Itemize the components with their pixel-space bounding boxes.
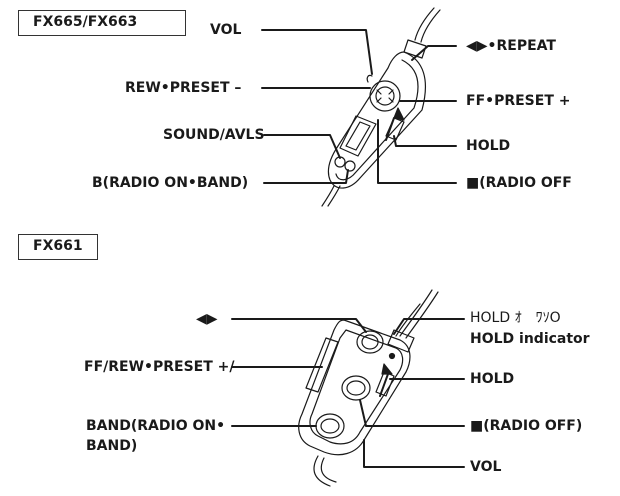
model-box-fx665: FX665/FX663 [18, 10, 186, 36]
keypad-circle [369, 80, 401, 112]
leader-lines-fx665 [261, 29, 457, 184]
label-play-repeat: ◀▶•REPEAT [466, 38, 556, 54]
label-stop-radio-off-top: ■(RADIO OFF [466, 175, 572, 191]
label-hold-indicator: HOLD indicator [470, 331, 590, 347]
label-ff-preset: FF•PRESET + [466, 93, 571, 109]
label-rew-preset: REW•PRESET – [125, 80, 242, 96]
label-hold-bottom: HOLD [470, 371, 515, 387]
label-play: ◀▶ [196, 311, 218, 327]
remote-fx665-drawing [321, 7, 441, 207]
label-hold-garbled: HOLD ｵ ﾜｿO [470, 310, 561, 326]
remote-fx661-drawing [298, 289, 439, 487]
label-stop-radio-off-bottom: ■(RADIO OFF) [470, 418, 583, 434]
label-b-radio-on-band: B(RADIO ON•BAND) [92, 175, 249, 191]
label-band-radio-on-line1: BAND(RADIO ON• [86, 418, 226, 434]
model-label-fx665: FX665/FX663 [33, 14, 138, 30]
label-hold-top: HOLD [466, 138, 511, 154]
label-vol-top: VOL [210, 22, 242, 38]
model-box-fx661: FX661 [18, 234, 98, 260]
label-sound-avls: SOUND/AVLS [163, 127, 265, 143]
leader-lines-fx661 [231, 318, 465, 468]
display-window [339, 115, 377, 157]
label-ff-rew-preset: FF/REW•PRESET +/– [84, 359, 242, 375]
side-strip [305, 337, 339, 393]
model-label-fx661: FX661 [33, 238, 83, 254]
label-band-radio-on-line2: BAND) [86, 438, 138, 454]
label-vol-bottom: VOL [470, 459, 502, 475]
